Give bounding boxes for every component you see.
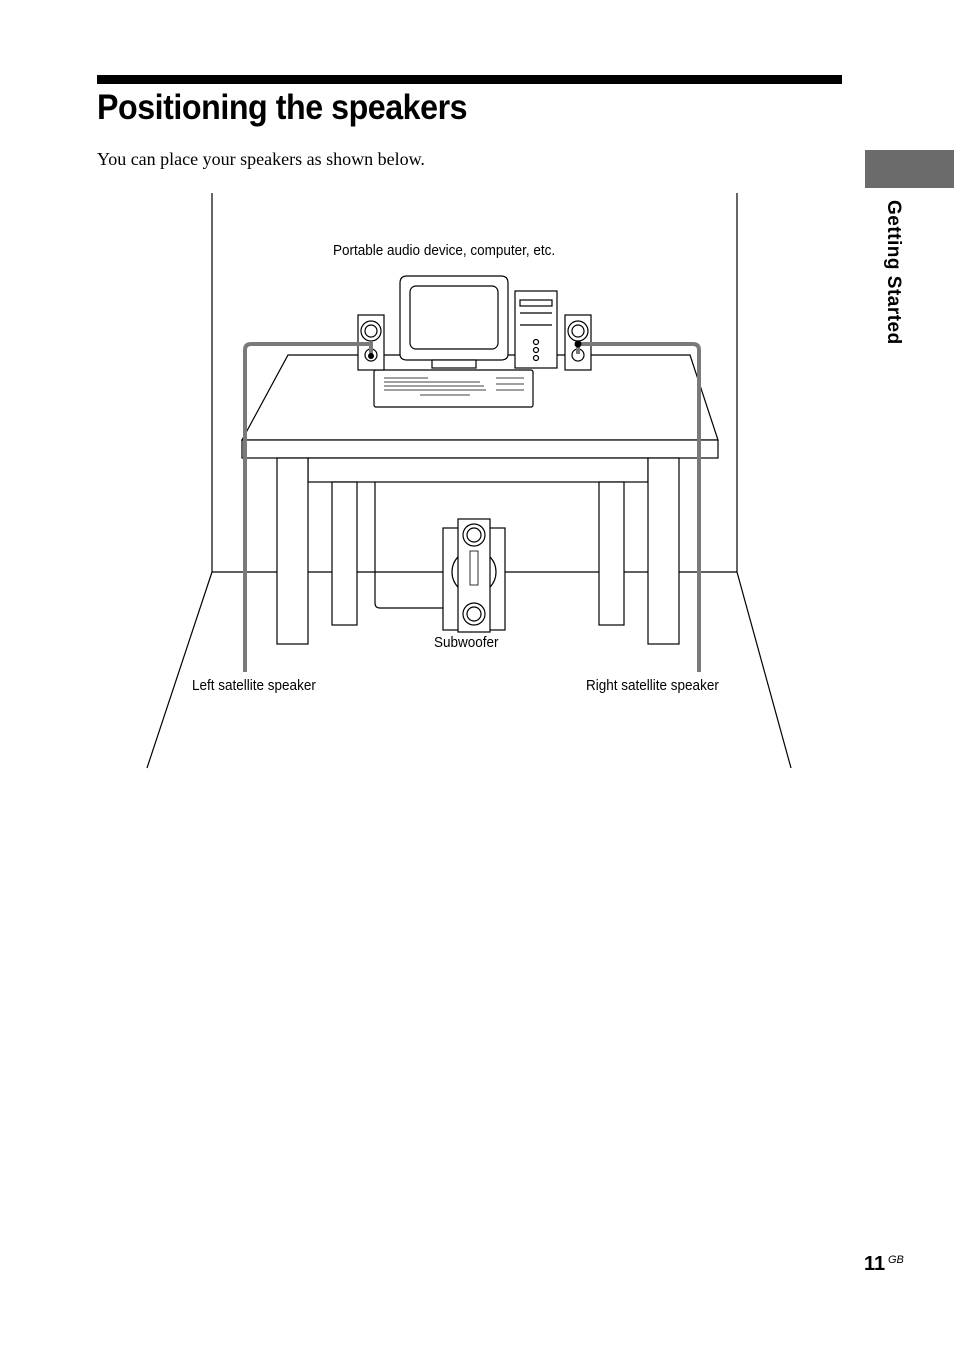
left-speaker-leader [243,342,373,672]
computer-tower-icon [514,290,558,369]
source-label: Portable audio device, computer, etc. [333,242,556,259]
subwoofer-cable [374,482,445,609]
subwoofer-icon [442,518,506,633]
page-number: 11 [864,1253,886,1275]
monitor-icon [399,275,509,369]
right-speaker-label: Right satellite speaker [586,677,719,694]
intro-text: You can place your speakers as shown bel… [97,149,425,169]
keyboard-icon [373,369,534,408]
title-rule [97,75,842,84]
right-speaker-leader [576,342,701,672]
page-title: Positioning the speakers [97,88,468,127]
subwoofer-label: Subwoofer [434,634,499,651]
section-tab-label: Getting Started [883,200,904,345]
page-number-suffix: GB [888,1254,904,1266]
section-tab [865,150,954,188]
left-speaker-label: Left satellite speaker [192,677,316,694]
